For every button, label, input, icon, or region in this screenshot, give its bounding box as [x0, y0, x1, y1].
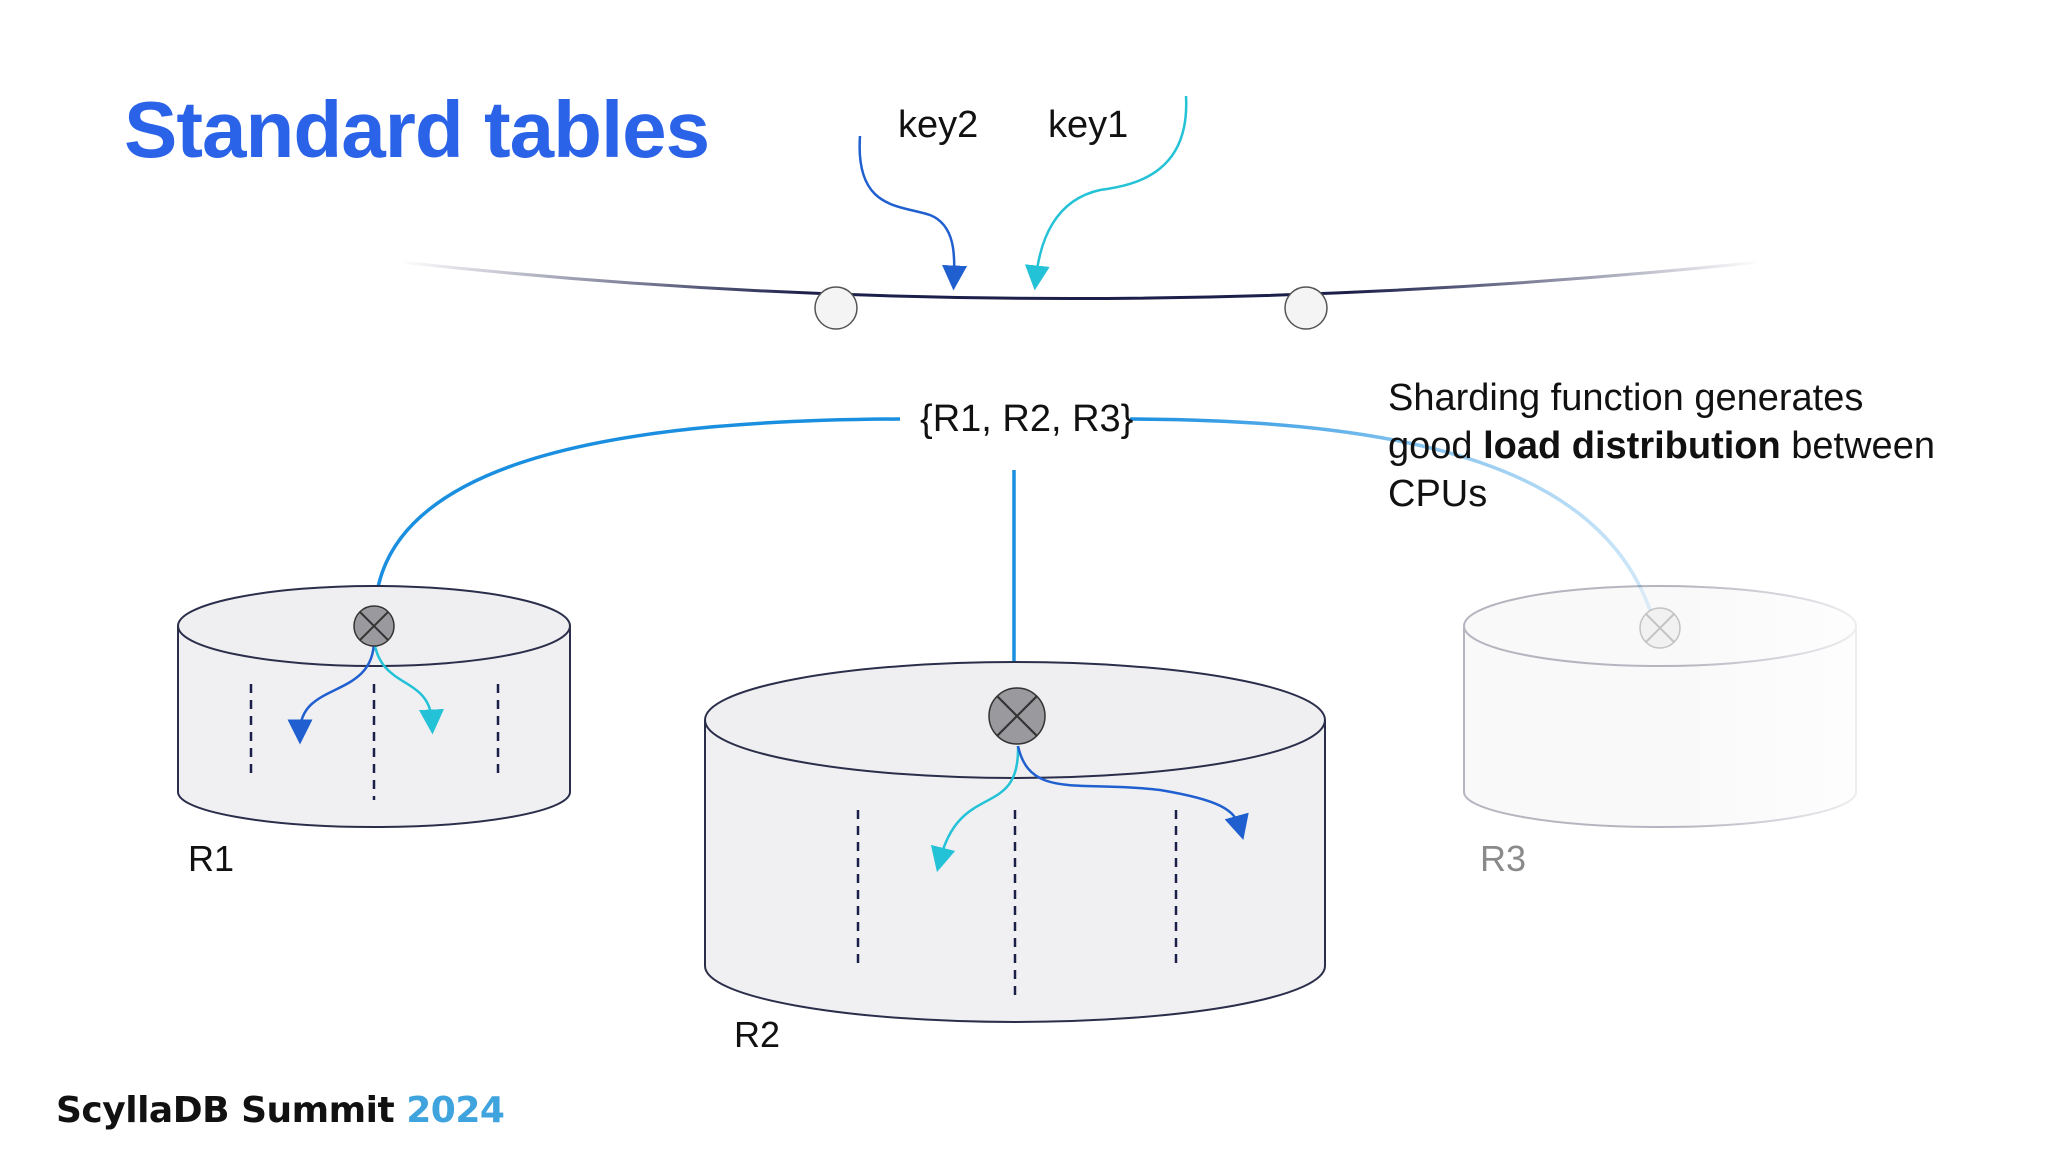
- replica-r2-cylinder: [704, 661, 1326, 1023]
- key1-label: key1: [1048, 104, 1129, 146]
- replica-r2-label: R2: [734, 1014, 781, 1055]
- ring-node-left: [814, 286, 858, 330]
- caption-bold: load distribution: [1483, 425, 1781, 467]
- footer-year: 2024: [406, 1090, 505, 1131]
- ring-node-right: [1284, 286, 1328, 330]
- footer-brand: ScyllaDB Summit 2024: [56, 1090, 505, 1131]
- replica-r1-label: R1: [188, 838, 235, 879]
- slide-title: Standard tables: [124, 85, 710, 174]
- replica-set-label: {R1, R2, R3}: [920, 398, 1134, 440]
- key1-arrow: [1024, 95, 1188, 291]
- sharding-caption: Sharding function generates good load di…: [1388, 374, 1948, 518]
- key2-label: key2: [898, 104, 979, 146]
- r3-connector: [1129, 417, 1652, 611]
- caption-suffix: between CPUs: [1388, 425, 1935, 515]
- replica-r3-label: R3: [1480, 838, 1527, 879]
- replica-r1-cylinder: [177, 585, 571, 828]
- key2-arrow: [858, 135, 968, 291]
- r1-connector: [373, 417, 901, 613]
- r3-fade-overlay: [1680, 560, 1910, 860]
- footer-brand-text: ScyllaDB Summit: [56, 1090, 407, 1131]
- caption-prefix: Sharding function generates good: [1388, 377, 1864, 467]
- token-ring: [399, 260, 1761, 300]
